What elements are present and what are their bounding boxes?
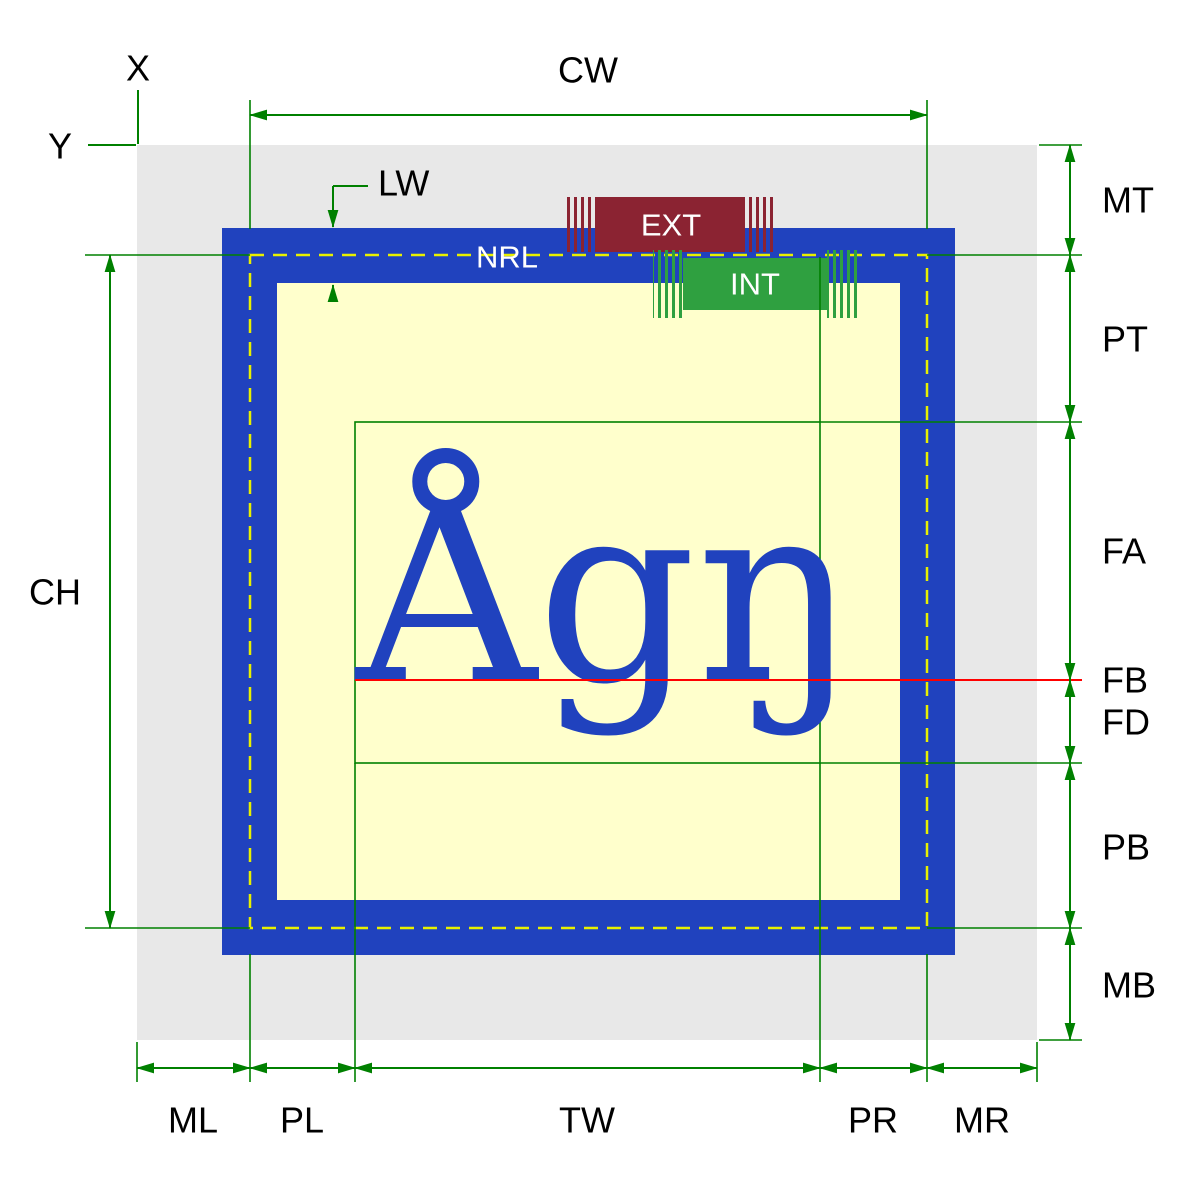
rule-line-dashed-rect <box>248 253 929 930</box>
dimension-labels: X Y CW LW CH MT PT FA FB FD PB MB ML PL … <box>29 48 1156 1141</box>
y-label: Y <box>48 126 72 167</box>
text-area-box <box>354 421 821 764</box>
internal-leading-box: INT <box>653 250 857 318</box>
ext-stripes-right <box>744 197 776 252</box>
pl-label: PL <box>280 1100 324 1141</box>
padding-box <box>277 283 900 900</box>
external-leading-box: EXT <box>566 197 776 252</box>
mt-label: MT <box>1102 180 1154 221</box>
fa-label: FA <box>1102 531 1146 572</box>
ext-label: EXT <box>641 208 701 243</box>
dimension-arrows <box>88 90 1076 1074</box>
int-stripes-left <box>653 250 683 318</box>
ext-stripes-left <box>566 197 598 252</box>
ml-label: ML <box>168 1100 218 1141</box>
int-solid-rect <box>683 258 827 310</box>
int-label: INT <box>730 267 780 302</box>
extension-lines <box>85 100 1082 1082</box>
pb-label: PB <box>1102 827 1150 868</box>
tw-label: TW <box>559 1100 615 1141</box>
nrl-label: NRL <box>476 240 538 275</box>
int-stripes-right <box>827 250 857 318</box>
pt-label: PT <box>1102 319 1148 360</box>
fd-label: FD <box>1102 702 1150 743</box>
x-label: X <box>126 48 150 89</box>
mb-label: MB <box>1102 965 1156 1006</box>
cw-label: CW <box>558 50 618 91</box>
fb-label: FB <box>1102 660 1148 701</box>
mr-label: MR <box>954 1100 1010 1141</box>
ch-label: CH <box>29 572 81 613</box>
glyph-sample-text: Ågŋ <box>354 448 858 739</box>
ext-solid-rect <box>598 197 744 252</box>
pr-label: PR <box>848 1100 898 1141</box>
lw-label: LW <box>378 163 429 204</box>
